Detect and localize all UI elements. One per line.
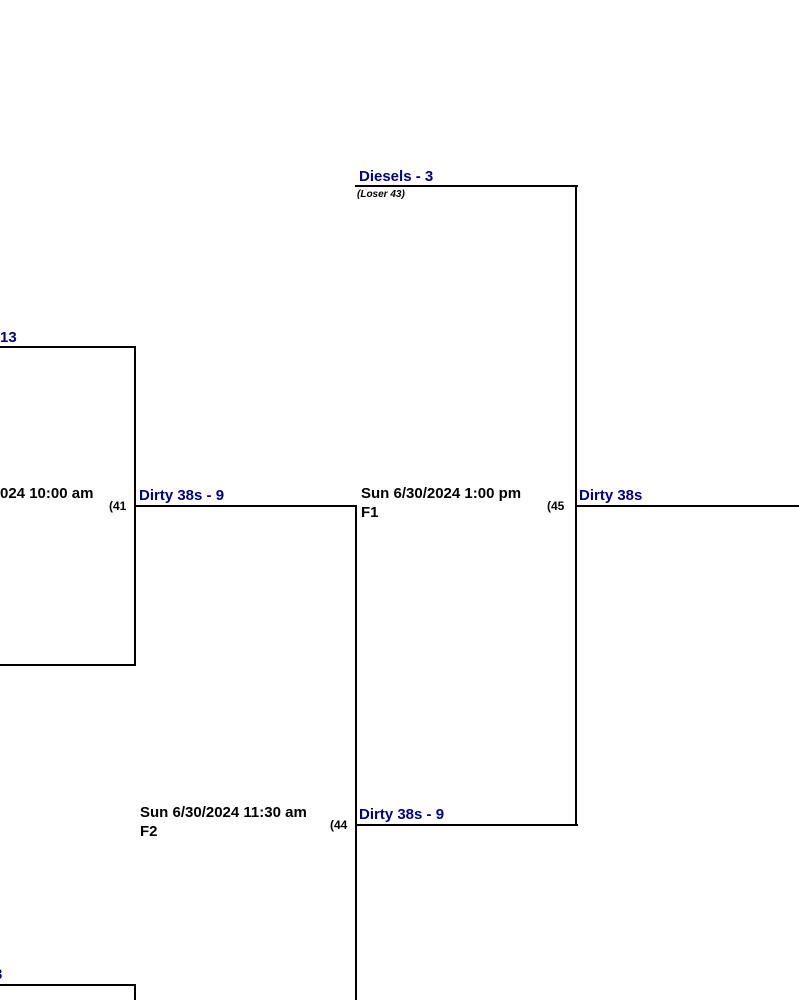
bracket-line-g41-bottom xyxy=(0,664,136,666)
team-label-dirty-38s-g41: Dirty 38s - 9 xyxy=(139,487,225,504)
game-number-41: (41 xyxy=(109,499,127,513)
bracket-line-g44-vertical xyxy=(355,505,357,1000)
game-number-45: (45 xyxy=(547,499,565,513)
game-44-field: F2 xyxy=(140,823,158,840)
game-45-datetime: Sun 6/30/2024 1:00 pm xyxy=(361,485,522,502)
bracket-line-lower-vertical xyxy=(134,984,136,1000)
team-label-diesels: Diesels - 3 xyxy=(359,168,434,185)
team-label-dirty-38s-g45: Dirty 38s xyxy=(579,487,643,504)
team-label-dirty-38s-g44: Dirty 38s - 9 xyxy=(359,806,445,823)
game-41-datetime: 024 10:00 am xyxy=(0,485,94,502)
team-label-top-cut: 13 xyxy=(0,329,17,346)
bracket-line-g44-winner xyxy=(355,824,578,826)
team-note-loser-43: (Loser 43) xyxy=(357,189,405,200)
game-44-datetime: Sun 6/30/2024 11:30 am xyxy=(140,804,307,821)
game-number-44: (44 xyxy=(330,818,348,832)
bracket-line-lower-top xyxy=(0,984,136,986)
bracket-line-g41-top xyxy=(0,346,136,348)
bracket-line-g45-top xyxy=(355,185,578,187)
bracket-line-g41-winner xyxy=(134,505,357,507)
team-label-bottom-cut: 3 xyxy=(0,966,2,984)
game-45-field: F1 xyxy=(361,504,379,521)
bracket-line-g45-winner xyxy=(575,505,799,507)
